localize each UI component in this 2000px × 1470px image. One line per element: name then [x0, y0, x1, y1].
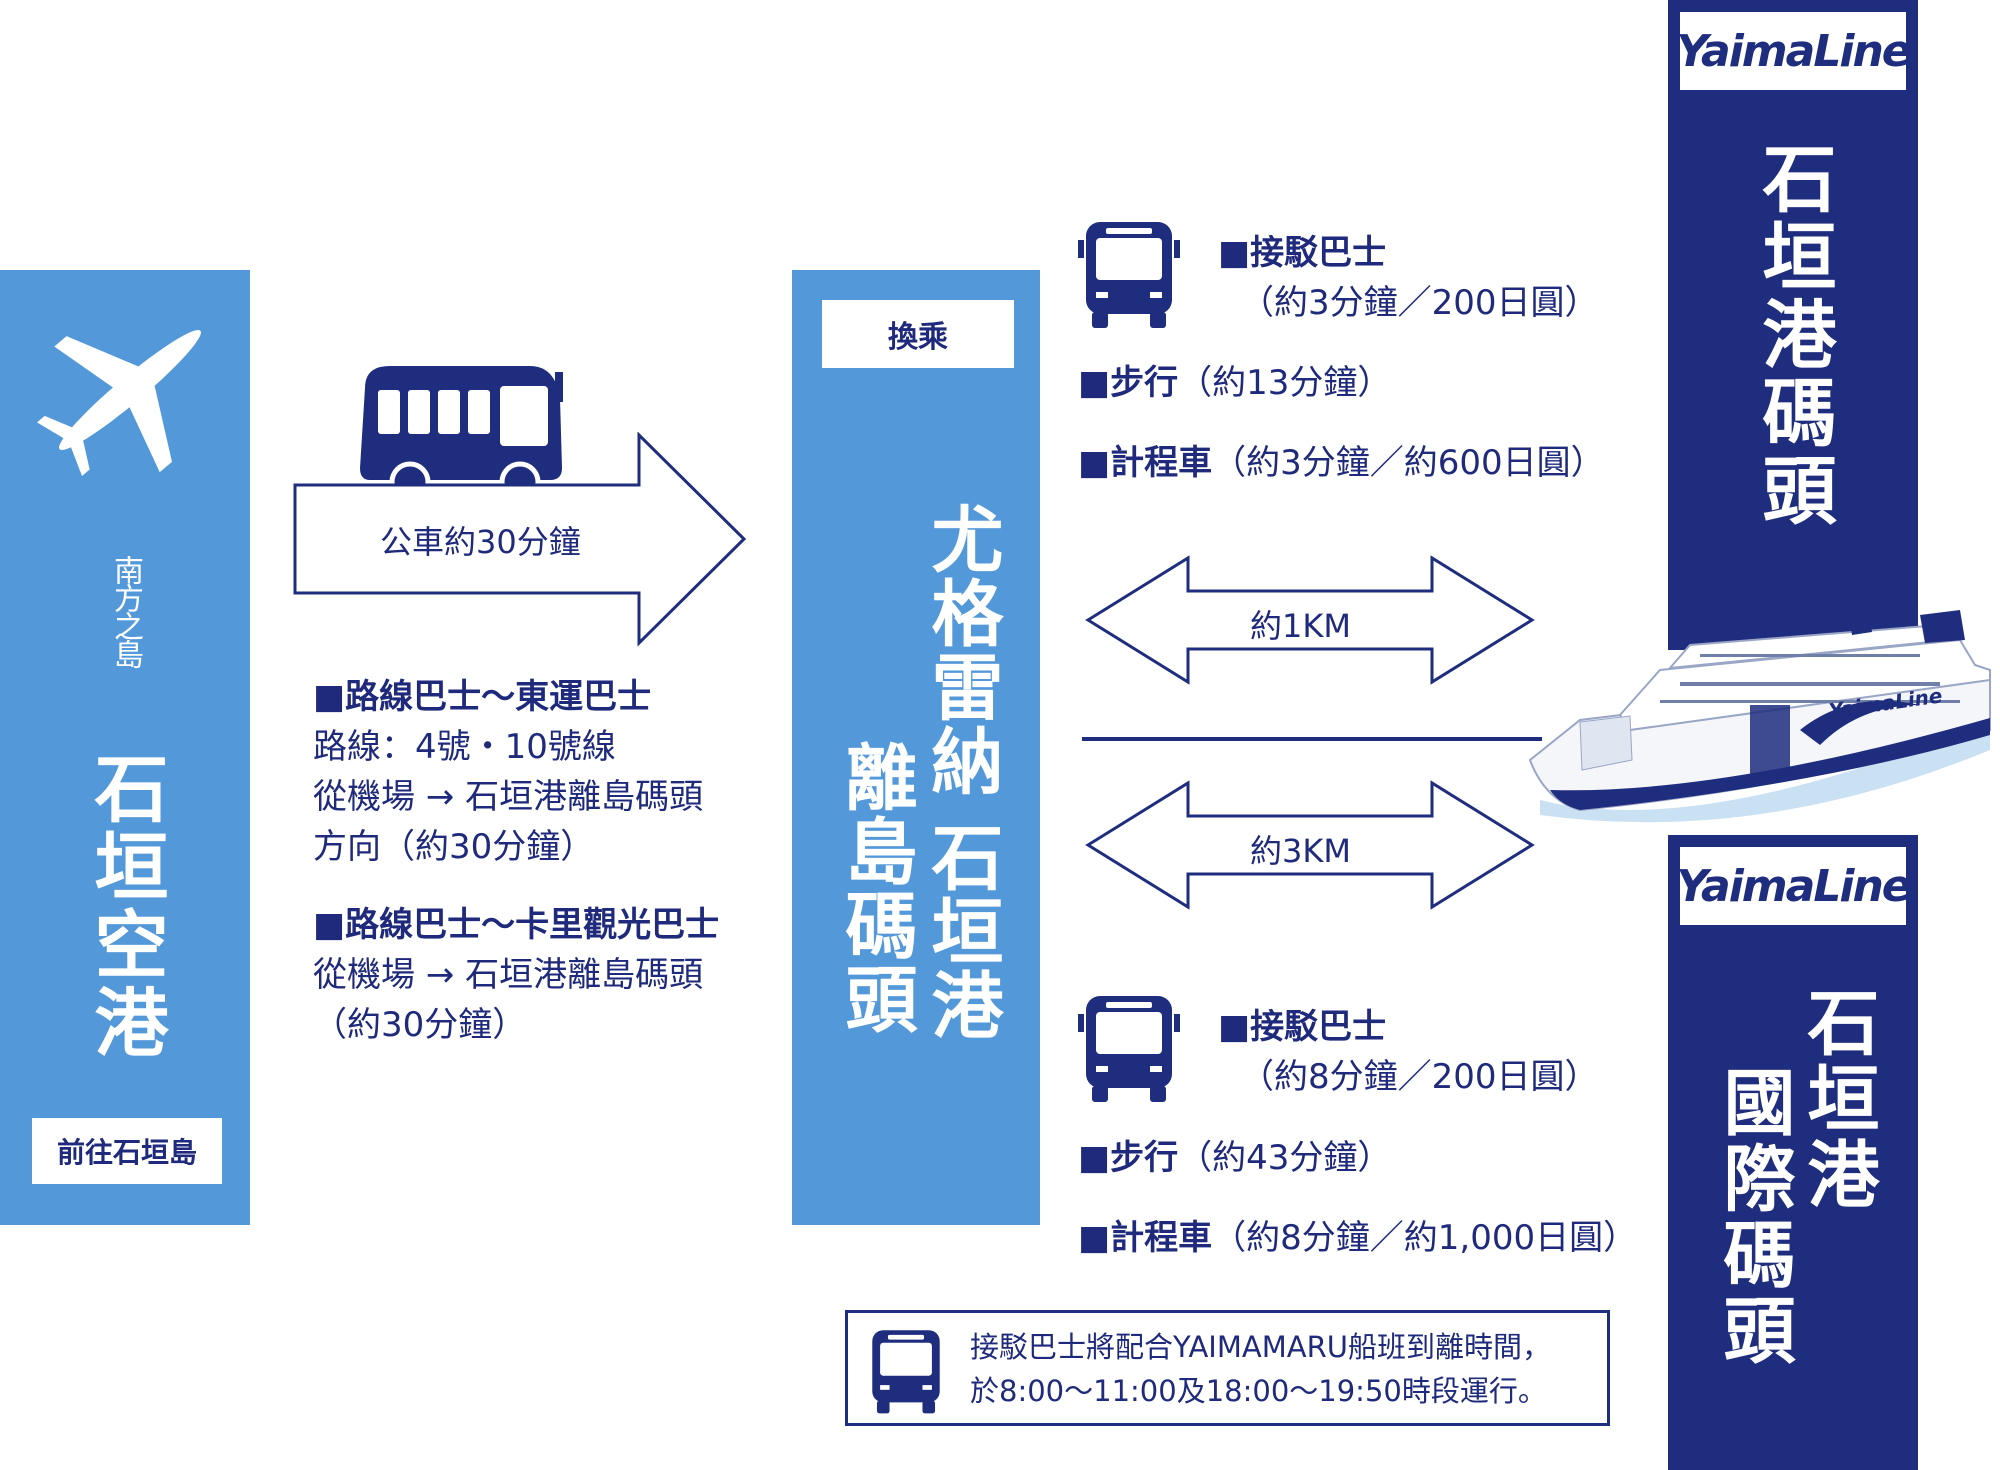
shuttle-note-box: 接駁巴士將配合YAIMAMARU船班到離時間， 於8:00～11:00及18:0…: [845, 1310, 1610, 1426]
dest-lower-col2: 國際碼頭: [1711, 1065, 1795, 1369]
yaimaline-logo-lower: YaimaLine: [1676, 847, 1912, 925]
route1-title: ■路線巴士～東運巴士: [313, 677, 652, 717]
terminal-panel: 換乘 尤格雷納 石垣港 離島碼頭: [792, 270, 1040, 1225]
terminal-name-col1: 尤格雷納: [919, 502, 1003, 798]
route1-line-1: 路線：4號・10號線: [313, 727, 616, 767]
bus-side-icon: [360, 366, 563, 503]
airport-name: 石垣空港: [82, 750, 168, 1062]
shuttle-bus-icon-upper: [1078, 222, 1180, 328]
upper-taxi-detail: （約3分鐘／約600日圓）: [1212, 443, 1605, 483]
lower-shuttle-title: ■接駁巴士: [1218, 1007, 1387, 1047]
distance-arrow-lower: [1085, 780, 1535, 910]
airport-panel: 南方之島 石垣空港 前往石垣島: [0, 270, 250, 1225]
lower-walk-detail: （約43分鐘）: [1178, 1138, 1392, 1178]
airport-tag-label: 前往石垣島: [56, 1136, 197, 1169]
upper-shuttle-detail: （約3分鐘／200日圓）: [1240, 283, 1599, 323]
yaimaline-logo-upper: YaimaLine: [1676, 12, 1912, 90]
route1-line-3: 方向（約30分鐘）: [313, 827, 595, 867]
lower-shuttle-detail: （約8分鐘／200日圓）: [1240, 1057, 1599, 1097]
dest-lower-panel: YaimaLine 石垣港 國際碼頭: [1668, 835, 1918, 1470]
bus-route-arrow: [293, 432, 747, 647]
lower-taxi-detail: （約8分鐘／約1,000日圓）: [1212, 1218, 1638, 1258]
route2-line-1: 從機場 → 石垣港離島碼頭: [313, 955, 704, 995]
lower-shuttle-info: ■接駁巴士 （約8分鐘／200日圓）: [1218, 1002, 1599, 1102]
yaimaline-logo-lower-text: YaimaLine: [1676, 860, 1911, 912]
dest-upper-panel: YaimaLine 石垣港碼頭: [1668, 0, 1918, 650]
bus-arrow-label: 公車約30分鐘: [380, 523, 581, 561]
upper-walk-row: ■步行（約13分鐘）: [1078, 358, 1391, 408]
note-line-2: 於8:00～11:00及18:00～19:50時段運行。: [970, 1374, 1547, 1408]
transfer-tag-label: 換乘: [888, 320, 948, 355]
upper-taxi-row: ■計程車（約3分鐘／約600日圓）: [1078, 438, 1605, 488]
route2-line-2: （約30分鐘）: [313, 1005, 527, 1045]
airport-tag: 前往石垣島: [32, 1118, 222, 1184]
airplane-icon: [37, 330, 201, 476]
upper-shuttle-info: ■接駁巴士 （約3分鐘／200日圓）: [1218, 228, 1599, 328]
distance-upper-label: 約1KM: [1250, 607, 1351, 645]
note-text: 接駁巴士將配合YAIMAMARU船班到離時間， 於8:00～11:00及18:0…: [970, 1325, 1551, 1413]
lower-taxi-row: ■計程車（約8分鐘／約1,000日圓）: [1078, 1213, 1637, 1263]
shuttle-bus-icon-lower: [1078, 996, 1180, 1102]
lower-walk-row: ■步行（約43分鐘）: [1078, 1133, 1391, 1183]
shuttle-bus-icon-note: [872, 1330, 940, 1414]
dest-lower-col1: 石垣港: [1795, 985, 1879, 1213]
upper-shuttle-title: ■接駁巴士: [1218, 233, 1387, 273]
distance-lower-label: 約3KM: [1250, 832, 1351, 870]
note-line-1: 接駁巴士將配合YAIMAMARU船班到離時間，: [970, 1330, 1551, 1364]
yaimaline-logo-upper-text: YaimaLine: [1676, 25, 1911, 77]
distance-arrow-upper: [1085, 555, 1535, 685]
upper-walk-detail: （約13分鐘）: [1178, 363, 1392, 403]
lower-taxi-title: ■計程車: [1078, 1218, 1213, 1258]
lower-walk-title: ■步行: [1078, 1138, 1179, 1178]
dest-upper-name: 石垣港碼頭: [1750, 140, 1836, 530]
ferry-illustration: YaimaLine: [1528, 610, 1991, 823]
airport-subtitle: 南方之島: [108, 555, 143, 667]
divider-line: [1082, 737, 1542, 741]
upper-taxi-title: ■計程車: [1078, 443, 1213, 483]
terminal-name-col3: 離島碼頭: [833, 740, 917, 1036]
route2-title: ■路線巴士～卡里觀光巴士: [313, 905, 720, 945]
bus-route-info: ■路線巴士～東運巴士 路線：4號・10號線 從機場 → 石垣港離島碼頭 方向（約…: [313, 672, 719, 1050]
upper-walk-title: ■步行: [1078, 363, 1179, 403]
transfer-tag: 換乘: [822, 300, 1014, 368]
terminal-name-col2: 石垣港: [919, 820, 1003, 1042]
route1-line-2: 從機場 → 石垣港離島碼頭: [313, 777, 704, 817]
